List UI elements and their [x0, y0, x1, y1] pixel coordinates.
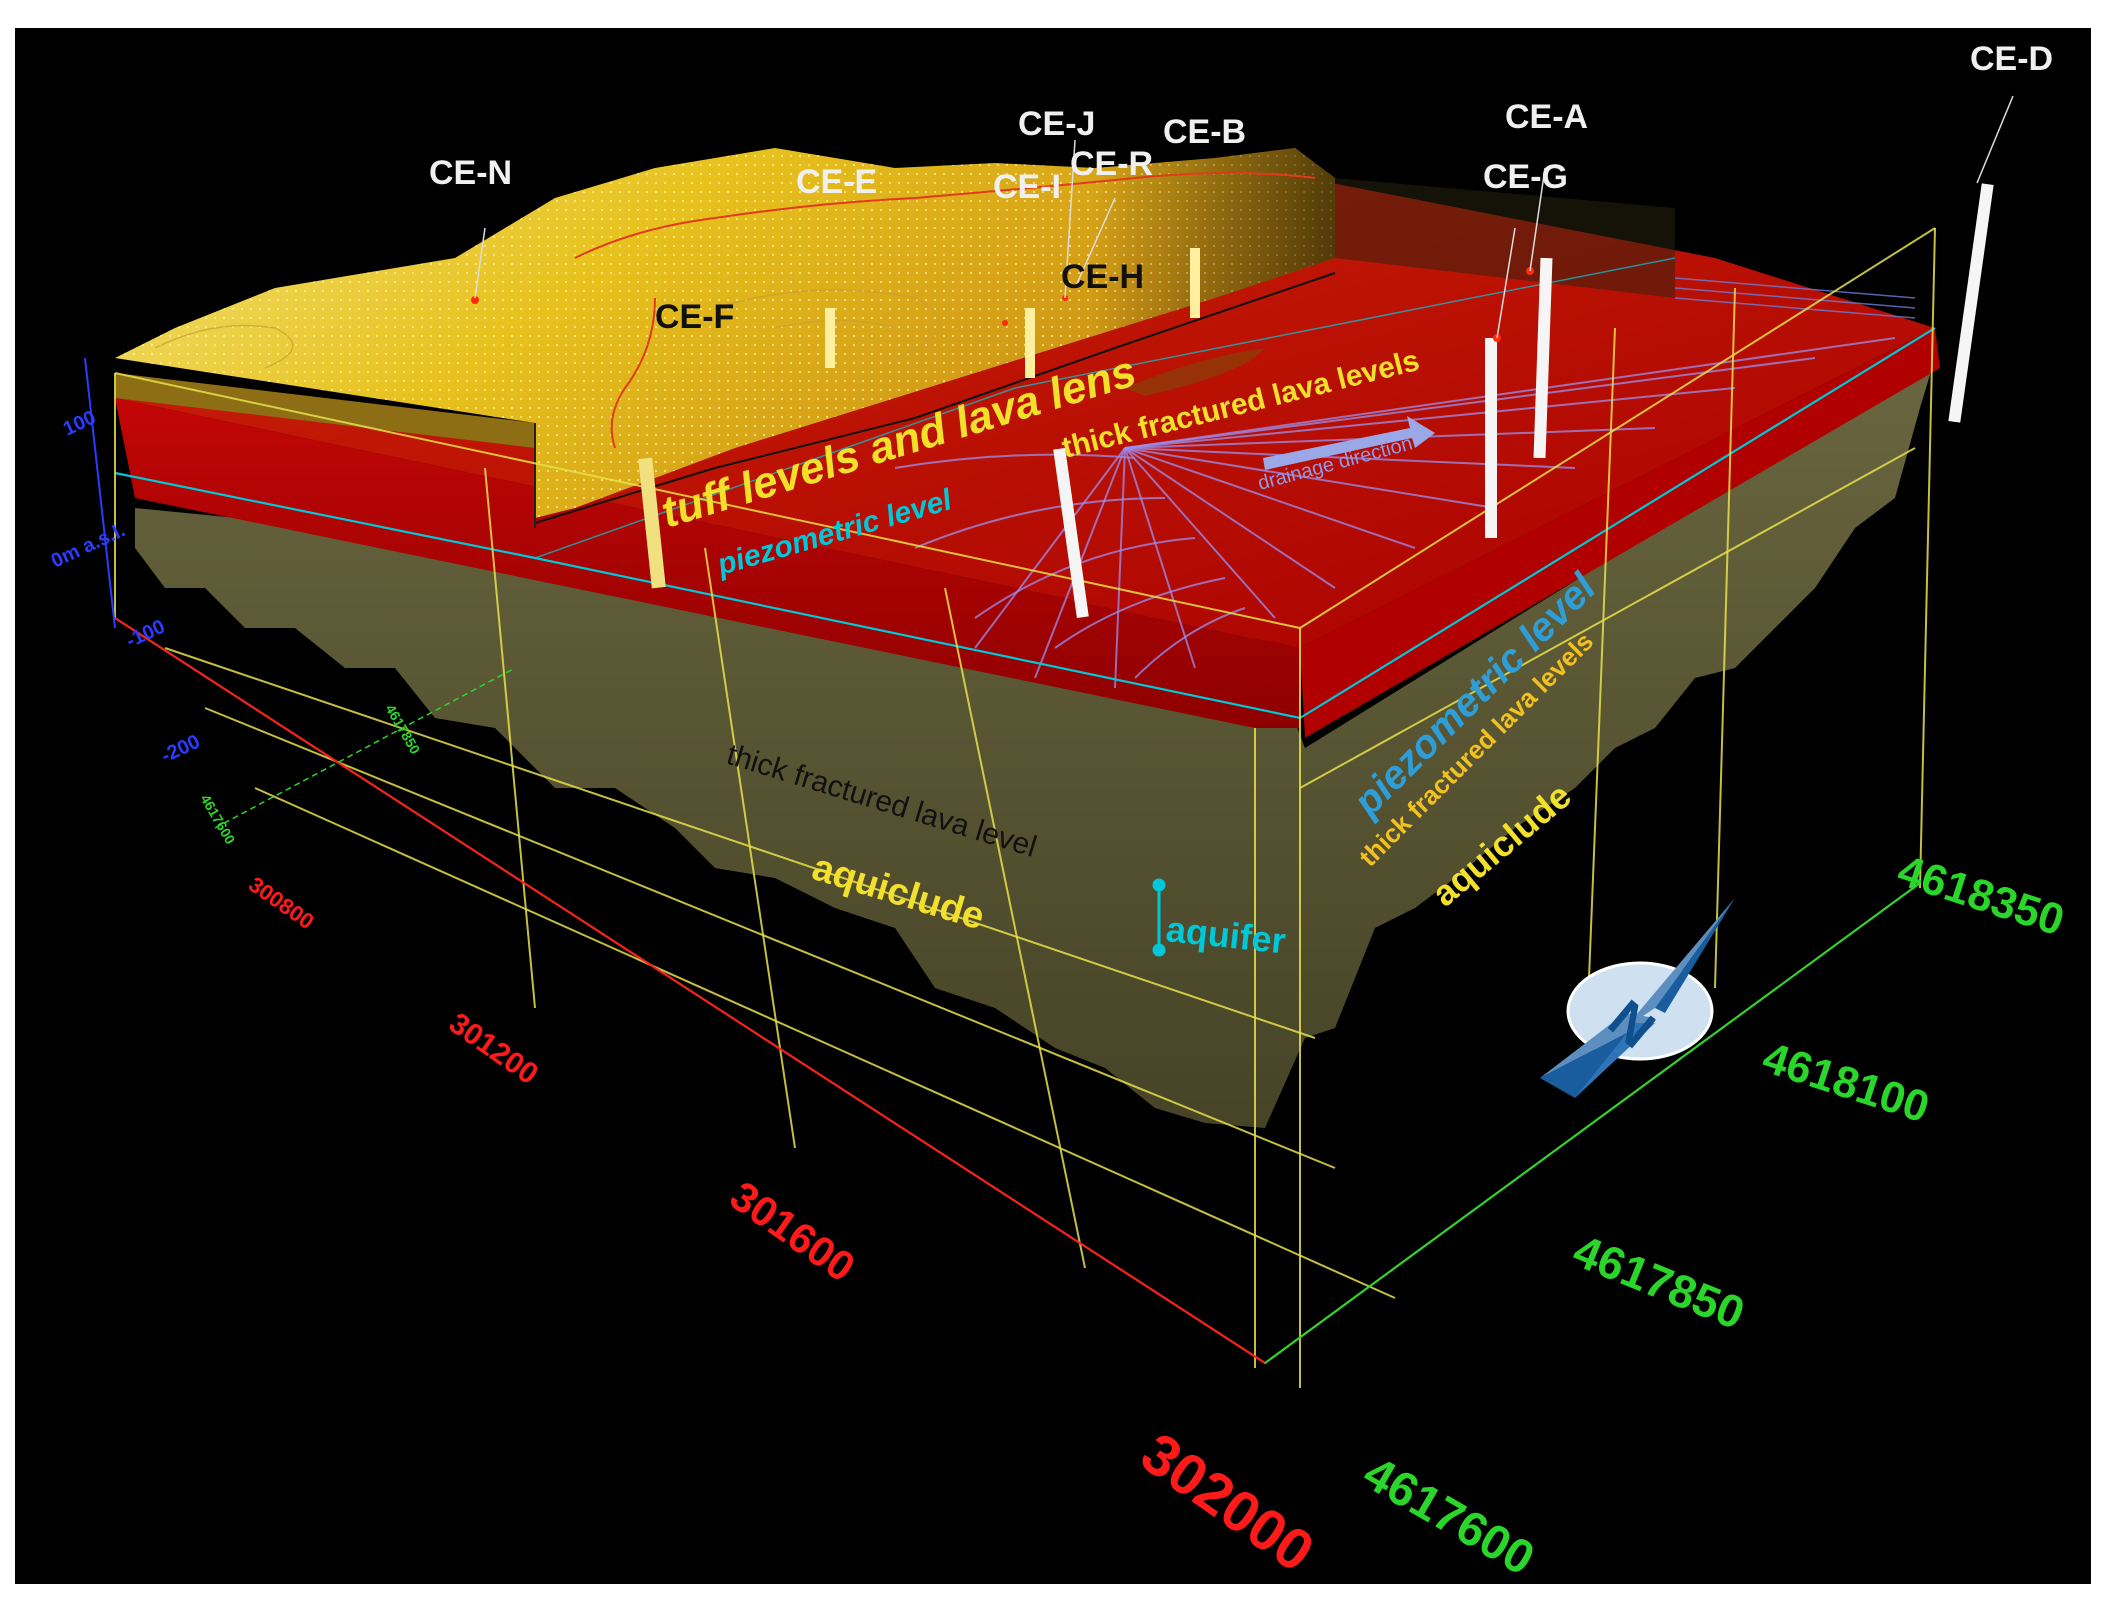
well-label-ce-g: CE-G [1483, 158, 1568, 196]
well-label-ce-n: CE-N [429, 154, 512, 192]
easting-tick-301600: 301600 [722, 1172, 864, 1291]
geological-3d-model: CE-N CE-E CE-J CE-I CE-R CE-B CE-H CE-F … [15, 28, 2091, 1584]
elevation-tick-0: 0m a.s.l. [48, 519, 129, 572]
northing-tick-4618350: 4618350 [1892, 846, 2070, 946]
well-label-ce-i: CE-I [993, 168, 1061, 206]
aquiclude-body [135, 358, 1935, 1128]
northing-tick-4617850: 4617850 [1566, 1224, 1752, 1339]
piezometric-line-top [114, 327, 1936, 720]
easting-tick-301200: 301200 [443, 1007, 544, 1091]
well-label-ce-h: CE-H [1061, 258, 1144, 296]
model-canvas: CE-N CE-E CE-J CE-I CE-R CE-B CE-H CE-F … [48, 40, 2070, 1584]
lava-lens [1125, 348, 1265, 396]
easting-tick-302000: 302000 [1130, 1420, 1326, 1584]
tuff-layer-front [115, 373, 535, 448]
well-label-ce-f: CE-F [655, 298, 734, 336]
ridge-line [574, 172, 1316, 259]
well-label-ce-r: CE-R [1070, 145, 1153, 183]
well-label-ce-b: CE-B [1163, 113, 1246, 151]
north-compass [1540, 898, 1735, 1098]
elevation-tick-minus200: -200 [158, 731, 204, 768]
lava-right-face [1300, 328, 1940, 738]
small-northing-4617600: 4617600 [197, 792, 238, 847]
easting-tick-300800: 300800 [244, 872, 318, 935]
drainage-arrow [1263, 416, 1435, 470]
northing-tick-4617600: 4617600 [1355, 1447, 1543, 1584]
northing-tick-4618100: 4618100 [1757, 1033, 1935, 1133]
well-label-ce-e: CE-E [796, 163, 877, 201]
well-label-ce-j: CE-J [1018, 105, 1095, 143]
well-label-ce-a: CE-A [1505, 98, 1588, 136]
well-label-ce-d: CE-D [1970, 40, 2053, 78]
well-columns [638, 183, 1994, 619]
lava-top-surface [115, 168, 1935, 648]
small-northing-4617850: 4617850 [382, 702, 423, 757]
